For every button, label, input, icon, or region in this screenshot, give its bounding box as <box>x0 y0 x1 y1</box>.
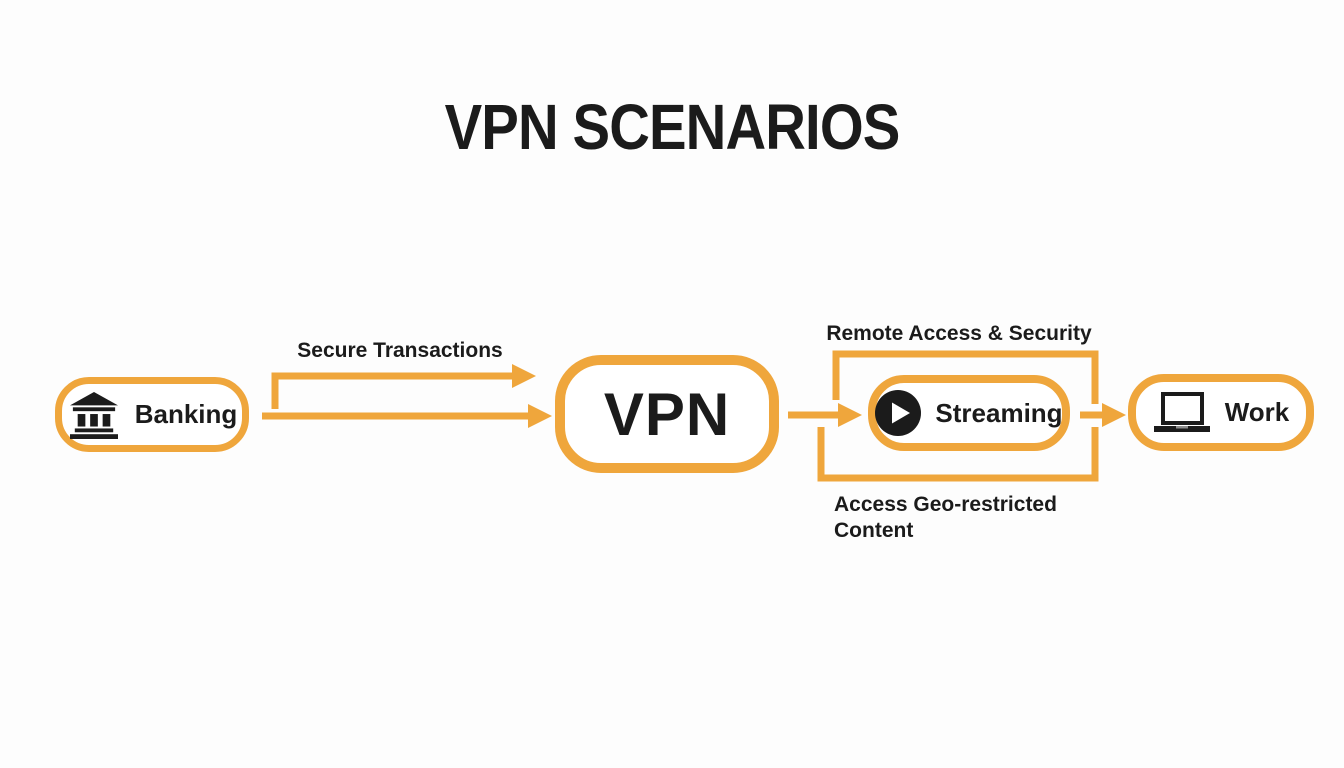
play-icon <box>875 390 922 436</box>
vpn-label: VPN <box>603 380 731 448</box>
vpn-node: VPN <box>555 355 779 473</box>
edge-vpn-streaming-arrowhead <box>838 403 862 427</box>
edge-label-geo-content: Access Geo-restricted Content <box>834 493 1057 542</box>
bank-icon <box>67 391 121 439</box>
laptop-icon <box>1153 391 1211 434</box>
page-title: VPN SCENARIOS <box>444 91 901 163</box>
work-label: Work <box>1224 397 1290 427</box>
banking-node: Banking <box>55 377 249 452</box>
edge-streaming-work-arrowhead <box>1102 403 1126 427</box>
work-node: Work <box>1128 374 1314 451</box>
edge-banking-vpn-arrowhead <box>528 404 552 428</box>
streaming-label: Streaming <box>935 397 1063 428</box>
edge-label-remote-access: Remote Access & Security <box>826 322 1092 345</box>
edge-label-secure-transactions: Secure Transactions <box>297 339 503 362</box>
edge-banking-vpn-secure-line <box>271 372 512 409</box>
edge-top-bypass-bracket <box>832 350 1099 404</box>
edge-banking-vpn-secure-arrowhead <box>512 364 536 388</box>
banking-label: Banking <box>134 399 238 429</box>
edge-bottom-bypass-bracket <box>817 427 1099 482</box>
streaming-node: Streaming <box>868 375 1070 451</box>
